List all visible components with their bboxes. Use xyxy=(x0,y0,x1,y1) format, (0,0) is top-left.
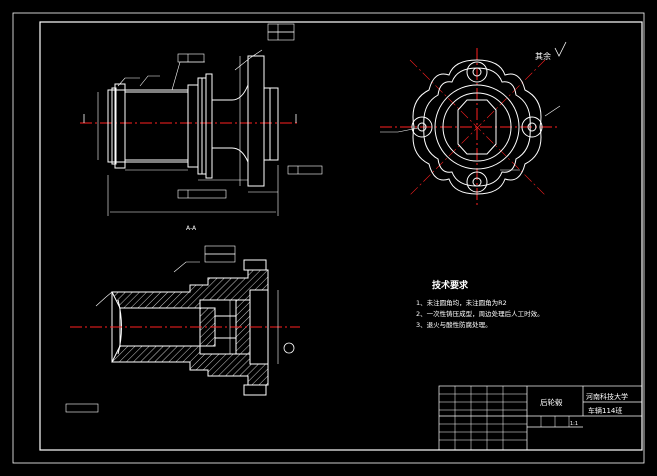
section-view xyxy=(65,245,300,413)
tech-requirements-title: 技术要求 xyxy=(432,279,469,291)
tech-requirement-item-2: 2、一次性铸压成型，周边处理后人工时效。 xyxy=(416,309,544,318)
title-block-class: 车辆114班 xyxy=(588,406,622,415)
title-block xyxy=(438,385,643,451)
title-block-university: 河南科技大学 xyxy=(586,392,628,401)
roughness-note: 其余 xyxy=(535,51,551,61)
roughness-symbol: 其余 xyxy=(535,41,567,61)
tech-requirement-item-1: 1、未注圆角均，未注圆角为R2 xyxy=(416,298,507,307)
tech-requirements: 技术要求 1、未注圆角均，未注圆角为R2 2、一次性铸压成型，周边处理后人工时效… xyxy=(416,279,544,329)
tech-requirement-item-3: 3、退火与酸性防腐处理。 xyxy=(416,320,492,329)
title-block-part-name: 后轮毂 xyxy=(540,397,563,407)
section-label: A-A xyxy=(186,225,197,232)
drawing-border xyxy=(12,12,645,464)
title-block-scale: 1:1 xyxy=(570,421,578,427)
side-view xyxy=(380,48,561,205)
front-view xyxy=(80,23,323,216)
